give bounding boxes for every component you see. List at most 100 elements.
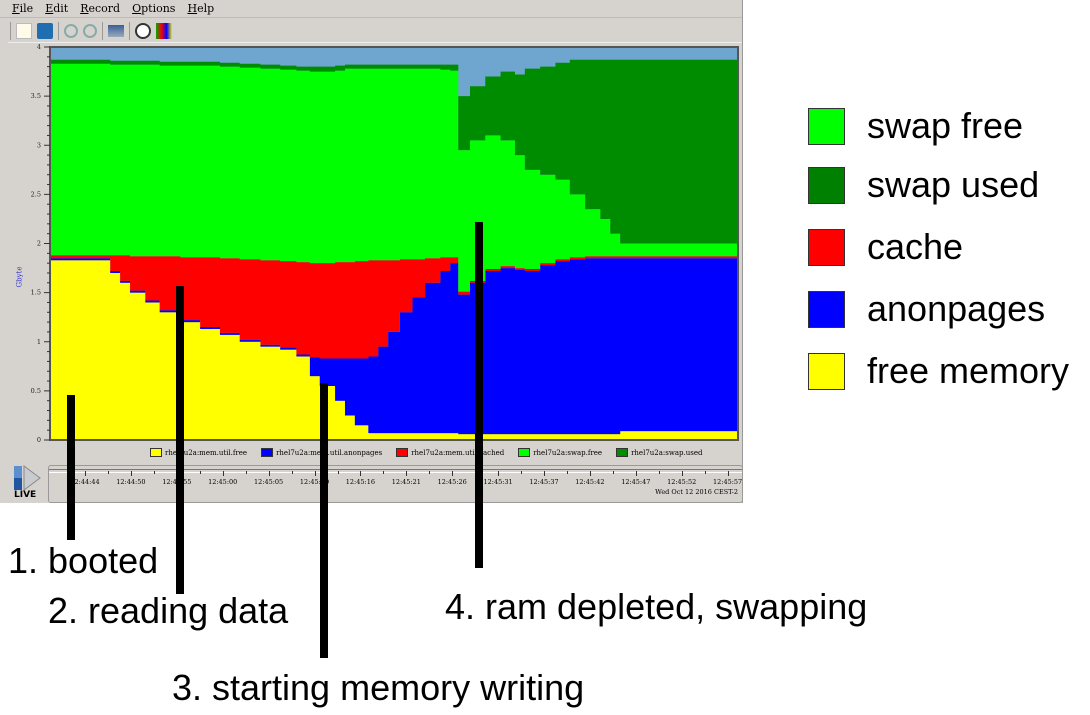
y-tick-label: 1.5 bbox=[31, 289, 41, 297]
live-label: LIVE bbox=[14, 490, 37, 500]
chart-legend: rhel7u2a:mem.util.free rhel7u2a:mem.util.… bbox=[150, 448, 702, 457]
y-tick-label: 1 bbox=[37, 338, 41, 346]
swatch bbox=[808, 228, 845, 266]
legend-label: cache bbox=[867, 226, 964, 267]
time-minor-tick bbox=[383, 471, 385, 474]
time-tick-label: 12:45:37 bbox=[529, 478, 559, 486]
annotation-marker-2 bbox=[176, 286, 184, 594]
swatch bbox=[808, 107, 845, 145]
y-tick-label: 0 bbox=[37, 436, 41, 444]
time-minor-tick bbox=[704, 471, 706, 474]
legend-swatch bbox=[261, 448, 274, 457]
area-series-4 bbox=[50, 59, 738, 244]
y-tick-label: 0.5 bbox=[31, 387, 41, 395]
area-series-2 bbox=[50, 255, 738, 359]
time-tick bbox=[635, 471, 637, 476]
time-tick bbox=[544, 471, 545, 476]
date-label: Wed Oct 12 2016 CEST-2 bbox=[655, 488, 738, 496]
time-tick-label: 12:45:26 bbox=[437, 478, 467, 486]
legend-entry[interactable]: rhel7u2a:mem.util.free bbox=[150, 448, 247, 457]
menu-options[interactable]: Options bbox=[132, 2, 176, 15]
swatch bbox=[808, 166, 845, 204]
time-tick bbox=[589, 471, 591, 476]
time-tick-label: 12:45:21 bbox=[391, 478, 421, 486]
time-tick-label: 12:44:50 bbox=[116, 478, 146, 486]
time-tick bbox=[452, 471, 454, 476]
time-minor-tick bbox=[153, 471, 155, 474]
menu-record[interactable]: Record bbox=[80, 2, 121, 15]
area-series-1 bbox=[50, 258, 738, 435]
time-tick-label: 12:45:42 bbox=[575, 478, 605, 486]
new-chart-icon[interactable] bbox=[16, 22, 32, 39]
time-minor-tick bbox=[429, 471, 431, 474]
timer-icon[interactable] bbox=[135, 22, 151, 39]
toolbar-grip bbox=[10, 21, 11, 40]
time-tick-label: 12:44:44 bbox=[70, 478, 100, 486]
y-tick-label: 2.5 bbox=[31, 190, 41, 198]
toolbar-separator bbox=[129, 21, 130, 40]
legend-entry-label: rhel7u2a:mem.util.cached bbox=[411, 448, 505, 457]
time-minor-tick bbox=[337, 471, 339, 474]
legend-entry[interactable]: rhel7u2a:swap.used bbox=[616, 448, 702, 457]
legend-label: free memory bbox=[867, 350, 1070, 391]
legend-swap-used: swap used bbox=[808, 164, 1039, 206]
annotation-reading-data: 2. reading data bbox=[48, 590, 289, 631]
time-minor-tick bbox=[567, 471, 568, 474]
time-minor-tick bbox=[658, 471, 660, 474]
time-tick-label: 12:45:10 bbox=[299, 478, 330, 486]
legend-anonpages: anonpages bbox=[808, 288, 1045, 330]
legend-label: swap free bbox=[867, 105, 1024, 146]
time-tick bbox=[222, 471, 224, 476]
legend-free-memory: free memory bbox=[808, 350, 1069, 392]
time-minor-tick bbox=[245, 471, 247, 474]
zoom-in-icon[interactable] bbox=[64, 23, 78, 38]
legend-entry[interactable]: rhel7u2a:mem.util.anonpages bbox=[261, 448, 382, 457]
time-tick-label: 12:45:52 bbox=[667, 478, 697, 486]
time-minor-tick bbox=[199, 471, 201, 474]
legend-swatch bbox=[150, 448, 162, 457]
time-tick-label: 12:45:16 bbox=[345, 478, 375, 486]
zoom-out-icon[interactable] bbox=[83, 23, 97, 38]
time-minor-tick bbox=[521, 471, 523, 474]
open-icon[interactable] bbox=[37, 22, 53, 39]
time-tick bbox=[498, 471, 500, 476]
legend-entry[interactable]: rhel7u2a:swap.free bbox=[518, 448, 602, 457]
toolbar bbox=[0, 19, 742, 42]
y-tick-label: 2 bbox=[37, 240, 41, 248]
menu-help[interactable]: Help bbox=[187, 2, 215, 15]
annotation-memory-writing: 3. starting memory writing bbox=[172, 667, 585, 708]
legend-entry-label: rhel7u2a:mem.util.free bbox=[165, 448, 248, 457]
legend-label: anonpages bbox=[867, 288, 1046, 329]
menu-edit[interactable]: Edit bbox=[45, 2, 69, 15]
legend-swatch bbox=[396, 448, 409, 457]
time-tick bbox=[268, 471, 270, 476]
menu-file[interactable]: File bbox=[12, 2, 34, 15]
time-tick bbox=[314, 471, 316, 476]
y-tick-label: 3 bbox=[37, 141, 41, 149]
swatch bbox=[808, 352, 845, 390]
time-minor-tick bbox=[108, 471, 109, 474]
legend-swatch bbox=[616, 448, 629, 457]
time-tick bbox=[406, 471, 408, 476]
legend-cache: cache bbox=[808, 226, 963, 268]
time-tick-label: 12:45:57 bbox=[712, 478, 743, 486]
time-tick bbox=[681, 471, 683, 476]
area-series-3 bbox=[50, 63, 738, 292]
annotation-swapping: 4. ram depleted, swapping bbox=[445, 586, 868, 627]
toolbar-separator bbox=[102, 21, 103, 40]
area-series-0 bbox=[50, 260, 738, 440]
time-axis-line bbox=[49, 469, 742, 473]
chart-settings-icon[interactable] bbox=[156, 22, 172, 39]
time-tick bbox=[130, 471, 132, 476]
time-tick-label: 12:45:31 bbox=[483, 478, 513, 486]
annotation-marker-1 bbox=[67, 395, 75, 540]
legend-entry[interactable]: rhel7u2a:mem.util.cached bbox=[396, 448, 504, 457]
live-button[interactable] bbox=[10, 464, 46, 502]
export-image-icon[interactable] bbox=[108, 24, 124, 37]
legend-entry-label: rhel7u2a:swap.used bbox=[631, 448, 703, 457]
time-axis[interactable]: Wed Oct 12 2016 CEST-2 12:44:44 12:44:50 1… bbox=[48, 465, 743, 503]
time-tick-label: 12:45:05 bbox=[253, 478, 284, 486]
time-tick-label: 12:45:00 bbox=[208, 478, 238, 486]
